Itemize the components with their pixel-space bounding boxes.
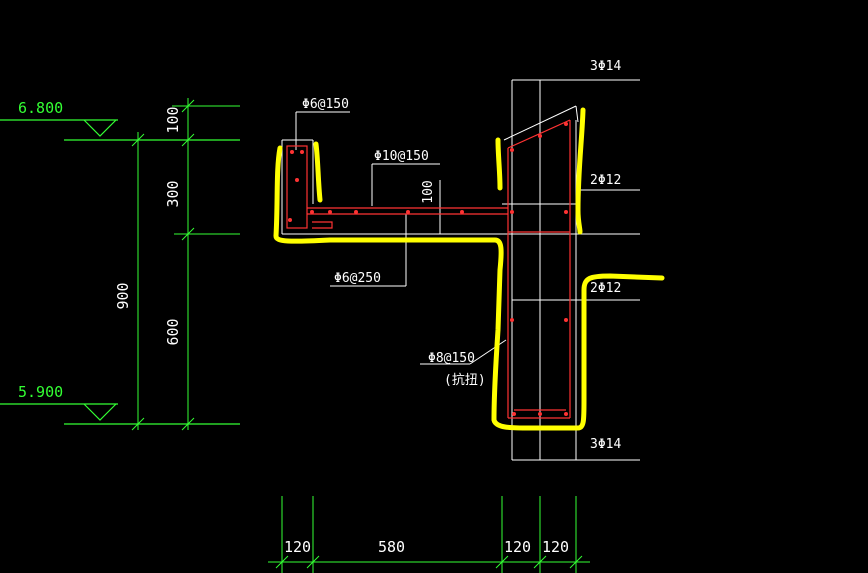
label-slab-rebar: Φ10@150 xyxy=(374,149,429,164)
vertical-dimension-lines xyxy=(131,98,240,431)
label-beam-mid2-rebar: 2Φ12 xyxy=(590,281,621,296)
label-beam-top-rebar: 3Φ14 xyxy=(590,59,621,74)
label-slab-thickness: 100 xyxy=(421,180,436,203)
leader-lines xyxy=(295,111,507,365)
dim-580: 580 xyxy=(378,538,405,556)
dim-120-a: 120 xyxy=(284,538,311,556)
dim-600: 600 xyxy=(164,318,182,345)
elevation-top-label: 6.800 xyxy=(18,99,63,117)
elevation-bottom-label: 5.900 xyxy=(18,383,63,401)
label-bottom-left-rebar: Φ6@250 xyxy=(334,271,381,286)
dim-300: 300 xyxy=(164,180,182,207)
dim-100-top: 100 xyxy=(164,106,182,133)
section-outline xyxy=(281,79,640,461)
label-beam-bottom-rebar: 3Φ14 xyxy=(590,437,621,452)
label-stirrup-note: (抗扭) xyxy=(444,373,486,388)
label-beam-mid1-rebar: 2Φ12 xyxy=(590,173,621,188)
dim-900: 900 xyxy=(114,282,132,309)
rebar-dots xyxy=(288,122,568,416)
dim-120-d: 120 xyxy=(542,538,569,556)
label-top-left-rebar: Φ6@150 xyxy=(302,97,349,112)
dim-120-c: 120 xyxy=(504,538,531,556)
rebar xyxy=(286,119,571,419)
label-stirrup: Φ8@150 xyxy=(428,351,475,366)
yellow-highlight-annotation xyxy=(273,107,665,431)
horizontal-dimension-lines xyxy=(268,496,590,573)
elevation-markers xyxy=(0,119,240,425)
